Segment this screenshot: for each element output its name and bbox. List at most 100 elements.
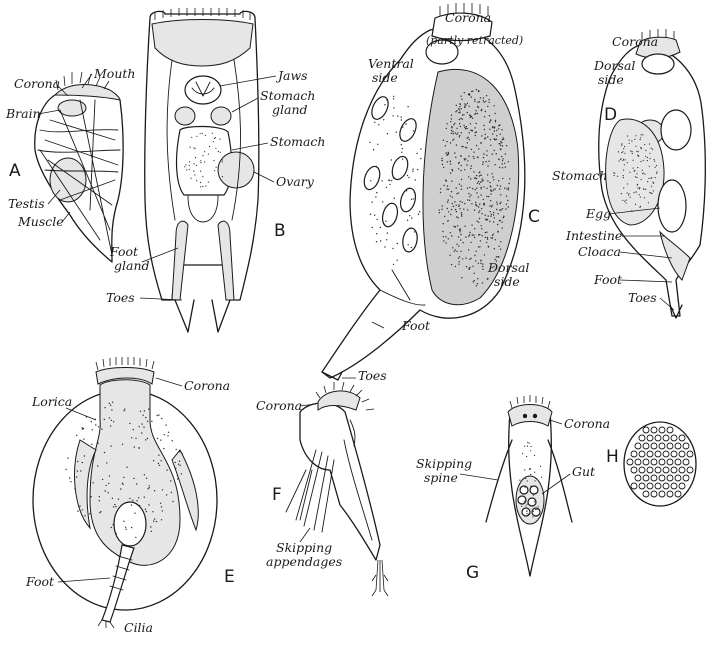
stipple-dot bbox=[531, 446, 532, 447]
stipple-dot bbox=[453, 206, 454, 207]
stipple-dot bbox=[493, 189, 494, 190]
stipple-dot bbox=[649, 192, 650, 193]
stipple-dot bbox=[154, 518, 155, 519]
figure-g-label-skipping-2: spine bbox=[424, 470, 458, 485]
stipple-dot bbox=[476, 123, 477, 124]
figure-b-label-foot-gland-1: Foot bbox=[109, 244, 139, 259]
stipple-dot bbox=[525, 499, 526, 500]
stipple-dot bbox=[114, 504, 115, 505]
stipple-dot bbox=[484, 116, 485, 117]
stipple-dot bbox=[487, 239, 488, 240]
figure-d-label-cloaca: Cloaca bbox=[578, 244, 621, 259]
stipple-dot bbox=[473, 158, 474, 159]
figure-b-jaws bbox=[185, 76, 221, 104]
stipple-dot bbox=[402, 148, 403, 149]
stipple-dot bbox=[417, 169, 418, 170]
stipple-dot bbox=[443, 236, 444, 237]
stipple-dot bbox=[419, 211, 420, 212]
stipple-dot bbox=[65, 469, 66, 470]
stipple-dot bbox=[461, 108, 462, 109]
stipple-dot bbox=[144, 474, 145, 475]
stipple-dot bbox=[637, 184, 638, 185]
stipple-dot bbox=[636, 151, 637, 152]
stipple-dot bbox=[638, 155, 639, 156]
stipple-dot bbox=[500, 202, 501, 203]
stipple-dot bbox=[384, 224, 385, 225]
stipple-dot bbox=[392, 248, 393, 249]
stipple-dot bbox=[473, 281, 474, 282]
stipple-dot bbox=[478, 263, 479, 264]
stipple-dot bbox=[460, 239, 461, 240]
stipple-dot bbox=[164, 434, 165, 435]
figure-c-yolk-7 bbox=[401, 227, 419, 253]
stipple-dot bbox=[450, 142, 451, 143]
stipple-dot bbox=[473, 235, 474, 236]
stipple-dot bbox=[530, 486, 531, 487]
stipple-dot bbox=[448, 189, 449, 190]
stipple-dot bbox=[505, 153, 506, 154]
figure-b-toes bbox=[175, 300, 230, 332]
stipple-dot bbox=[378, 124, 379, 125]
stipple-dot bbox=[647, 157, 648, 158]
stipple-dot bbox=[623, 175, 624, 176]
stipple-dot bbox=[402, 126, 403, 127]
stipple-dot bbox=[506, 145, 507, 146]
stipple-dot bbox=[629, 172, 630, 173]
stipple-dot bbox=[460, 118, 461, 119]
stipple-dot bbox=[470, 130, 471, 131]
stipple-dot bbox=[494, 259, 495, 260]
stipple-dot bbox=[496, 256, 497, 257]
stipple-dot bbox=[485, 237, 486, 238]
stipple-dot bbox=[391, 180, 392, 181]
stipple-dot bbox=[475, 205, 476, 206]
stipple-dot bbox=[161, 418, 162, 419]
stipple-dot bbox=[487, 165, 488, 166]
stipple-dot bbox=[451, 264, 452, 265]
stipple-dot bbox=[508, 206, 509, 207]
stipple-dot bbox=[467, 209, 468, 210]
figure-h-cell bbox=[643, 443, 649, 449]
stipple-dot bbox=[464, 158, 465, 159]
stipple-dot bbox=[470, 117, 471, 118]
stipple-dot bbox=[158, 455, 159, 456]
figure-h-cell bbox=[671, 467, 677, 473]
figure-a-letter: A bbox=[9, 161, 21, 181]
stipple-dot bbox=[109, 403, 110, 404]
figure-a-label-mouth: Mouth bbox=[93, 66, 135, 81]
stipple-dot bbox=[172, 501, 173, 502]
figure-d-label-intestine: Intestine bbox=[565, 228, 622, 243]
stipple-dot bbox=[440, 188, 441, 189]
stipple-dot bbox=[82, 509, 83, 510]
stipple-dot bbox=[195, 157, 196, 158]
stipple-dot bbox=[499, 203, 500, 204]
stipple-dot bbox=[205, 185, 206, 186]
stipple-dot bbox=[624, 153, 625, 154]
stipple-dot bbox=[452, 131, 453, 132]
figure-h-cell bbox=[671, 451, 677, 457]
stipple-dot bbox=[493, 212, 494, 213]
stipple-dot bbox=[492, 235, 493, 236]
stipple-dot bbox=[503, 217, 504, 218]
figure-h-cells bbox=[627, 427, 693, 497]
stipple-dot bbox=[379, 178, 380, 179]
stipple-dot bbox=[451, 126, 452, 127]
stipple-dot bbox=[166, 494, 167, 495]
stipple-dot bbox=[508, 161, 509, 162]
stipple-dot bbox=[456, 187, 457, 188]
stipple-dot bbox=[635, 176, 636, 177]
stipple-dot bbox=[99, 512, 100, 513]
stipple-dot bbox=[464, 169, 465, 170]
stipple-dot bbox=[486, 150, 487, 151]
stipple-dot bbox=[485, 134, 486, 135]
stipple-dot bbox=[449, 255, 450, 256]
stipple-dot bbox=[166, 469, 167, 470]
stipple-dot bbox=[495, 121, 496, 122]
stipple-dot bbox=[104, 452, 105, 453]
figure-h-cell bbox=[643, 491, 649, 497]
stipple-dot bbox=[478, 107, 479, 108]
stipple-dot bbox=[471, 96, 472, 97]
stipple-dot bbox=[464, 103, 465, 104]
figure-h-cell bbox=[647, 467, 653, 473]
figure-h-cell bbox=[639, 435, 645, 441]
figure-h-cell bbox=[635, 475, 641, 481]
